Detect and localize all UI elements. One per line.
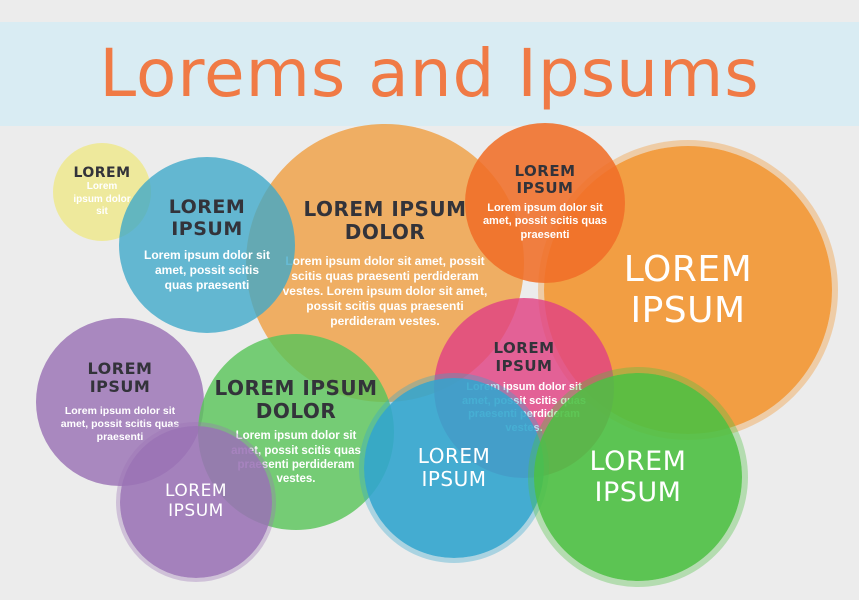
bubble-text: Lorem ipsum dolor sit amet, possit sciti… bbox=[60, 404, 180, 443]
bubble-title: LOREM IPSUM bbox=[514, 162, 576, 198]
bubble-purple-left: LOREM IPSUM Lorem ipsum dolor sit amet, … bbox=[36, 318, 204, 486]
page-title: Lorems and Ipsums bbox=[99, 35, 760, 112]
bubble-title: LOREM IPSUM bbox=[623, 248, 753, 331]
bubble-text: Lorem ipsum dolor sit amet, possit sciti… bbox=[282, 253, 488, 328]
bubble-title: LOREM IPSUM bbox=[589, 445, 687, 508]
bubble-title: LOREM IPSUM bbox=[168, 195, 246, 240]
bubble-title: LOREM bbox=[73, 165, 131, 182]
bubble-green-right: LOREM IPSUM bbox=[534, 373, 742, 581]
bubble-text: Lorem ipsum dolor sit amet, possit sciti… bbox=[231, 430, 361, 486]
bubble-title: LOREM IPSUM bbox=[493, 339, 555, 375]
bubble-title: LOREM IPSUM DOLOR bbox=[303, 196, 467, 244]
bubble-title: LOREM IPSUM bbox=[165, 481, 227, 521]
bubble-title: LOREM IPSUM bbox=[417, 444, 491, 491]
bubble-text: Lorem ipsum dolor sit amet, possit sciti… bbox=[143, 248, 270, 293]
title-banner bbox=[0, 22, 859, 126]
bubble-title: LOREM IPSUM DOLOR bbox=[214, 376, 378, 424]
bubble-text: Lorem ipsum dolor sit amet, possit sciti… bbox=[482, 201, 608, 242]
bubble-teal-bottom: LOREM IPSUM bbox=[364, 378, 544, 558]
bubble-title: LOREM IPSUM bbox=[87, 358, 153, 397]
bubble-orange-small: LOREM IPSUM Lorem ipsum dolor sit amet, … bbox=[465, 123, 625, 283]
bubble-teal-top: LOREM IPSUM Lorem ipsum dolor sit amet, … bbox=[119, 157, 295, 333]
bubble-purple-bottom: LOREM IPSUM bbox=[120, 426, 272, 578]
bubble-text: Lorem ipsum dolor sit bbox=[73, 181, 131, 218]
